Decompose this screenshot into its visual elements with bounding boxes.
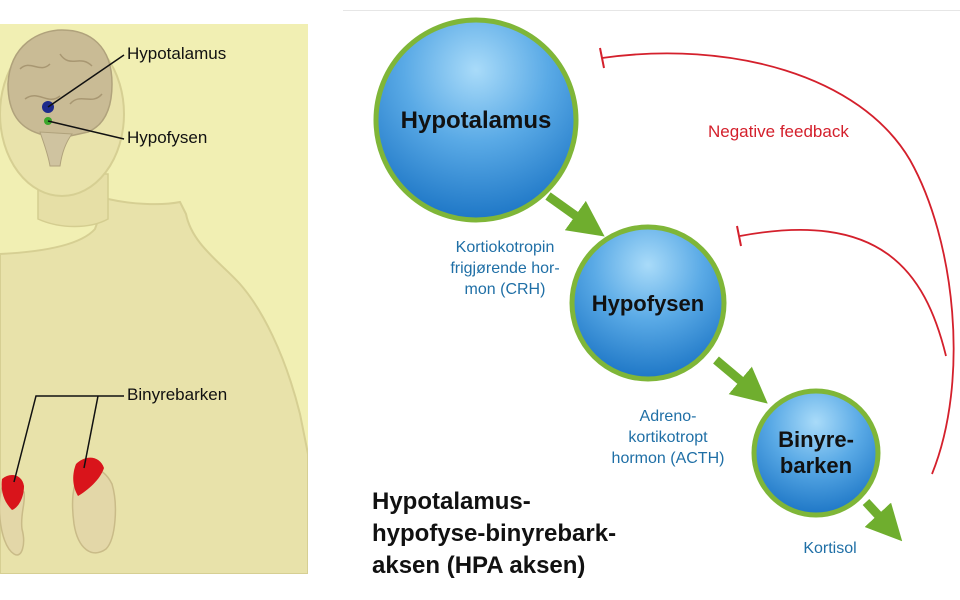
feedback-inhibit-bar-inner (736, 225, 742, 247)
pituitary-node-label: Hypofysen (591, 291, 705, 316)
adrenal-node-label-line2: barken (779, 453, 853, 478)
hypothalamus-leader-line (47, 54, 125, 108)
acth-label-line3: hormon (ACTH) (611, 450, 725, 467)
crh-hormone-label: Kortiokotropin frigjørende hor- mon (CRH… (420, 237, 590, 300)
adrenal-cortex-node-label: Binyre- barken (754, 427, 878, 479)
brain-folds (19, 53, 103, 105)
left-adrenal-gland (1, 474, 24, 510)
adrenal-cortex-node (751, 388, 881, 518)
acth-hormone-label: Adreno- kortikotropt hormon (ACTH) (586, 406, 750, 469)
arrow-hypothalamus-to-pituitary (545, 192, 605, 237)
feedback-curve-outer (601, 52, 955, 475)
acth-label-line2: kortikotropt (628, 429, 708, 446)
crh-label-line3: mon (CRH) (464, 281, 546, 298)
cortisol-hormone-label: Kortisol (803, 540, 857, 557)
hypothalamus-node-label: Hypotalamus (400, 107, 552, 134)
arrow-adrenal-to-cortisol (862, 498, 903, 542)
crh-label-line1: Kortiokotropin (455, 239, 555, 256)
feedback-inhibit-bar-outer (599, 47, 605, 69)
hypothalamus-node (373, 17, 579, 223)
acth-label-line1: Adreno- (639, 408, 697, 425)
crh-label-line2: frigjørende hor- (450, 260, 560, 277)
arrow-pituitary-to-adrenal (713, 356, 768, 404)
anatomy-illustration-panel: Hypotalamus Hypofysen Binyrebarken (0, 24, 308, 574)
adrenal-leader-line-left (13, 395, 124, 483)
feedback-curve-inner (739, 228, 947, 357)
diagram-title-line3: aksen (HPA aksen) (372, 552, 586, 579)
pituitary-anatomy-label: Hypofysen (127, 128, 208, 147)
body-figure (0, 29, 308, 574)
diagram-title-line1: Hypotalamus- (372, 488, 531, 515)
adrenal-node-label-line1: Binyre- (778, 427, 854, 452)
adrenal-cortex-anatomy-label: Binyrebarken (127, 385, 228, 404)
diagram-title-line2: hypofyse-binyrebark- (372, 520, 617, 547)
adrenal-leader-line-right (83, 395, 99, 469)
brainstem (39, 131, 73, 167)
brain (7, 29, 113, 137)
hypothalamus-anatomy-label: Hypotalamus (127, 44, 227, 63)
right-adrenal-gland (73, 457, 104, 496)
negative-feedback-label: Negative feedback (708, 122, 849, 141)
top-divider-line (343, 10, 960, 11)
pituitary-leader-line (47, 120, 125, 140)
pituitary-node (569, 224, 727, 382)
